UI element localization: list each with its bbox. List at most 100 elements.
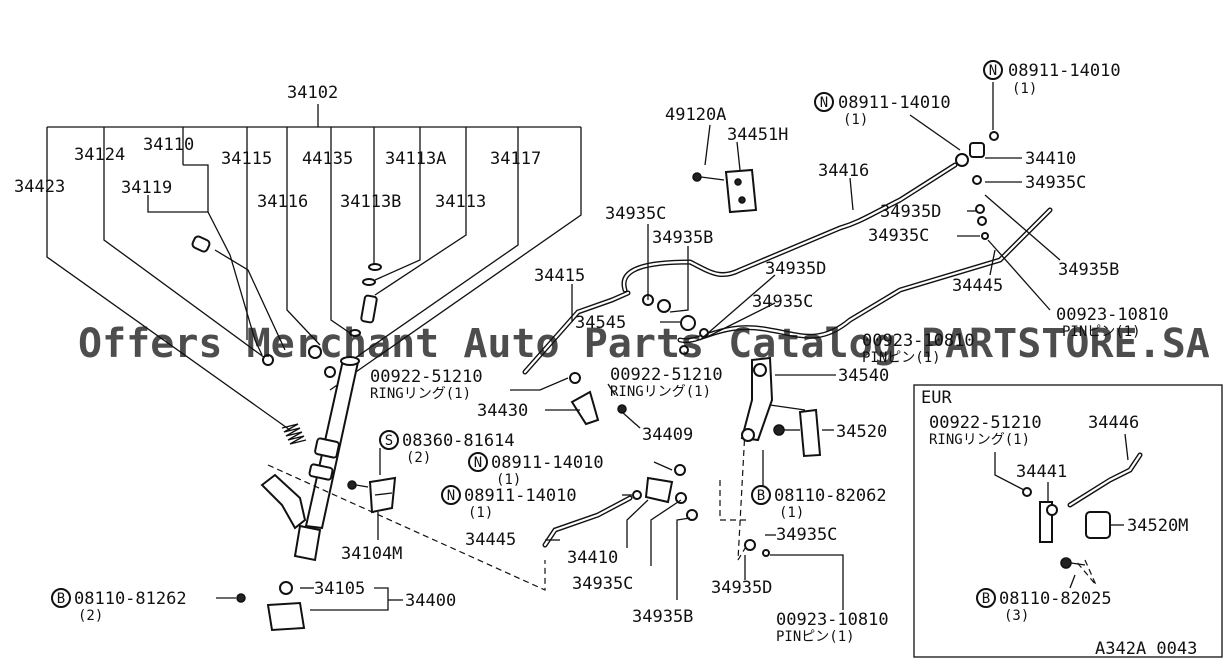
- label-34105: 34105: [314, 579, 365, 599]
- label-pin-c-number: 00923-10810: [776, 610, 889, 630]
- svg-text:N: N: [474, 455, 482, 471]
- svg-text:N: N: [820, 95, 828, 111]
- label-34124: 34124: [74, 145, 125, 165]
- marker-b3: B: [976, 588, 996, 608]
- label-n4-qty: (1): [468, 505, 493, 521]
- label-n3-number: 08911-14010: [491, 453, 604, 473]
- marker-n3: N: [468, 452, 488, 472]
- label-34935D-lower: 34935D: [711, 578, 772, 598]
- label-44135: 44135: [302, 149, 353, 169]
- label-34935C-lower-right: 34935C: [776, 525, 837, 545]
- label-34520: 34520: [836, 422, 887, 442]
- svg-text:S: S: [385, 433, 393, 449]
- label-34935C-left: 34935C: [605, 204, 666, 224]
- label-34935C-mid: 34935C: [868, 226, 929, 246]
- marker-n4: N: [441, 485, 461, 505]
- label-ring-b-text: RINGリング(1): [610, 384, 711, 400]
- label-ring-a-text: RINGリング(1): [370, 386, 471, 402]
- marker-s1: S: [379, 430, 399, 450]
- svg-text:B: B: [982, 591, 990, 607]
- label-34445-lower: 34445: [465, 530, 516, 550]
- label-34113B: 34113B: [340, 192, 401, 212]
- label-34110: 34110: [143, 135, 194, 155]
- label-ring-b-number: 00922-51210: [610, 365, 723, 385]
- label-34545: 34545: [575, 313, 626, 333]
- label-b2-qty: (2): [78, 608, 103, 624]
- label-34423: 34423: [14, 177, 65, 197]
- label-s1-number: 08360-81614: [402, 431, 515, 451]
- rod-34415: [522, 290, 631, 375]
- marker-n1: N: [983, 60, 1003, 80]
- label-b1-qty: (1): [779, 505, 804, 521]
- label-34430: 34430: [477, 401, 528, 421]
- label-34935D-center: 34935D: [765, 259, 826, 279]
- center-leaders: [510, 82, 1061, 610]
- shift-lever-parts: [191, 235, 403, 632]
- label-34540: 34540: [838, 366, 889, 386]
- label-b2-number: 08110-81262: [74, 589, 187, 609]
- label-n3-qty: (1): [496, 472, 521, 488]
- label-s1-qty: (2): [406, 450, 431, 466]
- svg-text:B: B: [757, 488, 765, 504]
- rod-34416: [621, 162, 958, 293]
- diagram-code: A342A 0043: [1095, 639, 1197, 659]
- center-small-parts: [569, 131, 999, 557]
- label-34451H: 34451H: [727, 125, 788, 145]
- label-34935C-lower: 34935C: [572, 574, 633, 594]
- label-34115: 34115: [221, 149, 272, 169]
- label-pin-b-text: PINピン(1): [862, 350, 941, 366]
- label-34441: 34441: [1016, 462, 1067, 482]
- label-34445-right: 34445: [952, 276, 1003, 296]
- label-ring-a-number: 00922-51210: [370, 367, 483, 387]
- label-pin-a-number: 00923-10810: [1056, 305, 1169, 325]
- label-n4-number: 08911-14010: [464, 486, 577, 506]
- eur-inset: [913, 384, 1223, 658]
- label-34119: 34119: [121, 178, 172, 198]
- rod-34445: [677, 207, 1053, 344]
- label-34400: 34400: [405, 591, 456, 611]
- label-pin-a-text: PINピン(1): [1062, 324, 1141, 340]
- part-labels: 34102 34423 34124 34110 34115 44135 3411…: [14, 61, 1197, 659]
- svg-text:N: N: [989, 63, 997, 79]
- label-34935B-left: 34935B: [652, 228, 713, 248]
- label-34410-lower: 34410: [567, 548, 618, 568]
- label-34409: 34409: [642, 425, 693, 445]
- label-34416: 34416: [818, 161, 869, 181]
- svg-text:B: B: [57, 591, 65, 607]
- assembly-34102-leaders: [46, 104, 582, 431]
- label-34410-top: 34410: [1025, 149, 1076, 169]
- label-eur-ring-number: 00922-51210: [929, 413, 1042, 433]
- label-34117: 34117: [490, 149, 541, 169]
- assembly-dashed-lines: [267, 429, 1097, 591]
- label-b1-number: 08110-82062: [774, 486, 887, 506]
- label-34116: 34116: [257, 192, 308, 212]
- label-pin-c-text: PINピン(1): [776, 629, 855, 645]
- label-34102: 34102: [287, 83, 338, 103]
- label-34446: 34446: [1088, 413, 1139, 433]
- label-pin-b-number: 00923-10810: [862, 331, 975, 351]
- rod-34445-lower: [542, 495, 633, 548]
- label-n2-number: 08911-14010: [838, 93, 951, 113]
- label-34113: 34113: [435, 192, 486, 212]
- marker-b1: B: [751, 485, 771, 505]
- label-34104M: 34104M: [341, 544, 402, 564]
- label-n1-number: 08911-14010: [1008, 61, 1121, 81]
- label-34113A: 34113A: [385, 149, 446, 169]
- watermark: Offers Merchant Auto Parts Catalog PARTS…: [78, 321, 1210, 367]
- label-34935B-right: 34935B: [1058, 260, 1119, 280]
- label-34935B-lower: 34935B: [632, 607, 693, 627]
- label-34415: 34415: [534, 266, 585, 286]
- inset-title: EUR: [921, 388, 952, 408]
- svg-text:N: N: [447, 488, 455, 504]
- label-eur-ring-text: RINGリング(1): [929, 432, 1030, 448]
- marker-b2: B: [51, 588, 71, 608]
- label-34935C-top: 34935C: [1025, 173, 1086, 193]
- label-b3-qty: (3): [1004, 608, 1029, 624]
- marker-n2: N: [814, 92, 834, 112]
- label-34935C-center: 34935C: [752, 292, 813, 312]
- label-n2-qty: (1): [843, 112, 868, 128]
- label-49120A: 49120A: [665, 105, 726, 125]
- label-b3-number: 08110-82025: [999, 589, 1112, 609]
- label-34935D-top: 34935D: [880, 202, 941, 222]
